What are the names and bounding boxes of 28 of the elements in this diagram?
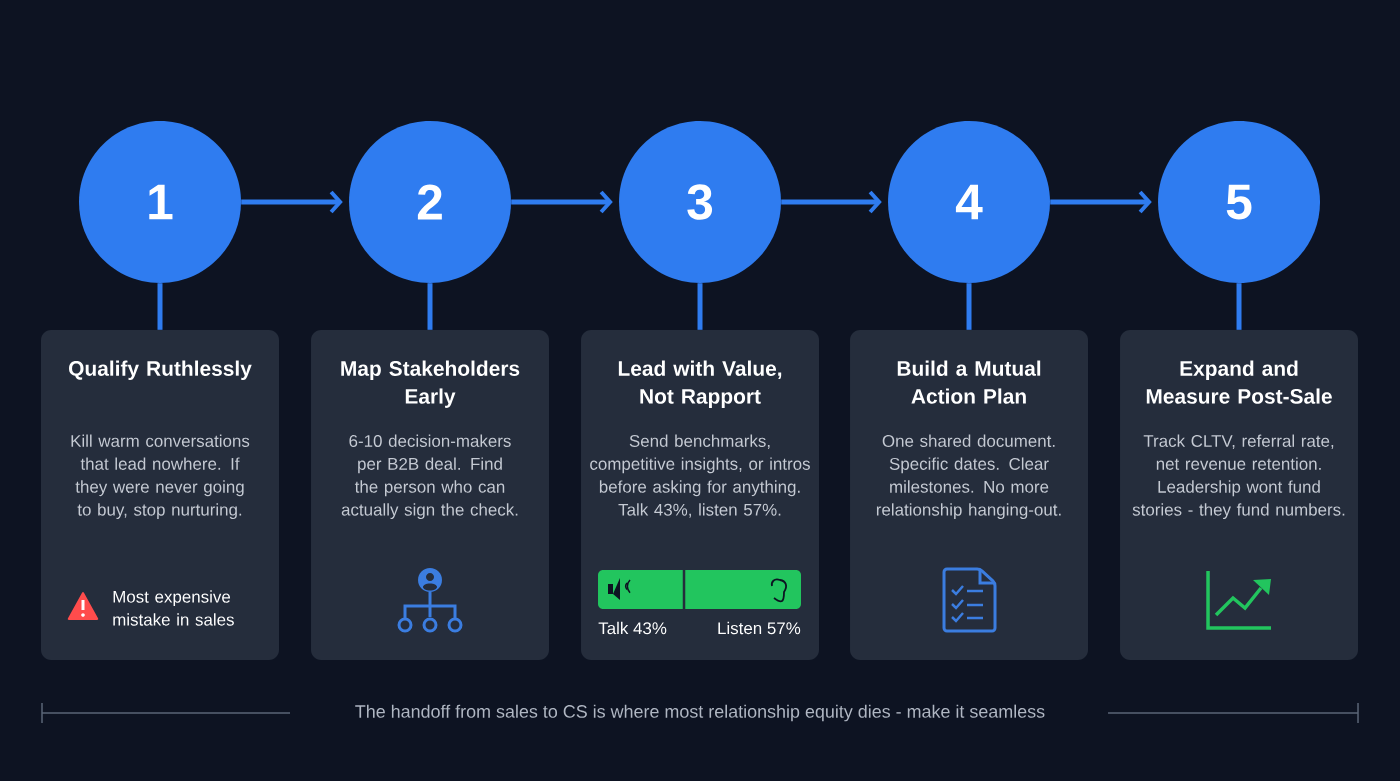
card-title: Expand and Measure Post-Sale bbox=[1146, 360, 1332, 404]
card-description: Track CLTV, referral rate, net revenue retention. Leadership wont fund stories - they fund numbers. bbox=[1132, 434, 1345, 520]
card-description: Send benchmarks, competitive insights, or intros before asking for anything. Talk 43%, listen 57%. bbox=[590, 434, 810, 518]
bar-label: Listen 57% bbox=[718, 621, 801, 635]
card-description: Kill warm conversations that lead nowhere. If they were never going to buy, stop nurturing. bbox=[71, 434, 250, 520]
footer-note: The handoff from sales to CS is where most relationship equity dies - make it seamless bbox=[355, 704, 1045, 722]
connector-line bbox=[1236, 283, 1242, 330]
step-card bbox=[581, 330, 819, 660]
bar-label: Talk 43% bbox=[598, 621, 667, 635]
step-card bbox=[1120, 330, 1358, 660]
step-card bbox=[850, 330, 1088, 660]
card-description: One shared document. Specific dates. Clear milestones. No more relationship hanging-out. bbox=[876, 434, 1061, 520]
arrow bbox=[241, 190, 343, 214]
step-card bbox=[41, 330, 279, 660]
card-title: Map Stakeholders Early bbox=[341, 360, 520, 408]
warning-note: Most expensive mistake in sales bbox=[113, 590, 234, 626]
step-card bbox=[311, 330, 549, 660]
connector-line bbox=[427, 283, 433, 330]
arrow bbox=[781, 190, 882, 214]
connector-line bbox=[966, 283, 972, 330]
card-title: Qualify Ruthlessly bbox=[69, 360, 252, 381]
connector-line bbox=[697, 283, 703, 330]
arrow bbox=[1050, 190, 1152, 214]
card-description: 6-10 decision-makers per B2B deal. Find the person who can actually sign the check. bbox=[341, 434, 518, 520]
card-title: Lead with Value, Not Rapport bbox=[618, 360, 782, 408]
connector-line bbox=[157, 283, 163, 330]
arrow bbox=[511, 190, 613, 214]
card-title: Build a Mutual Action Plan bbox=[897, 360, 1041, 404]
